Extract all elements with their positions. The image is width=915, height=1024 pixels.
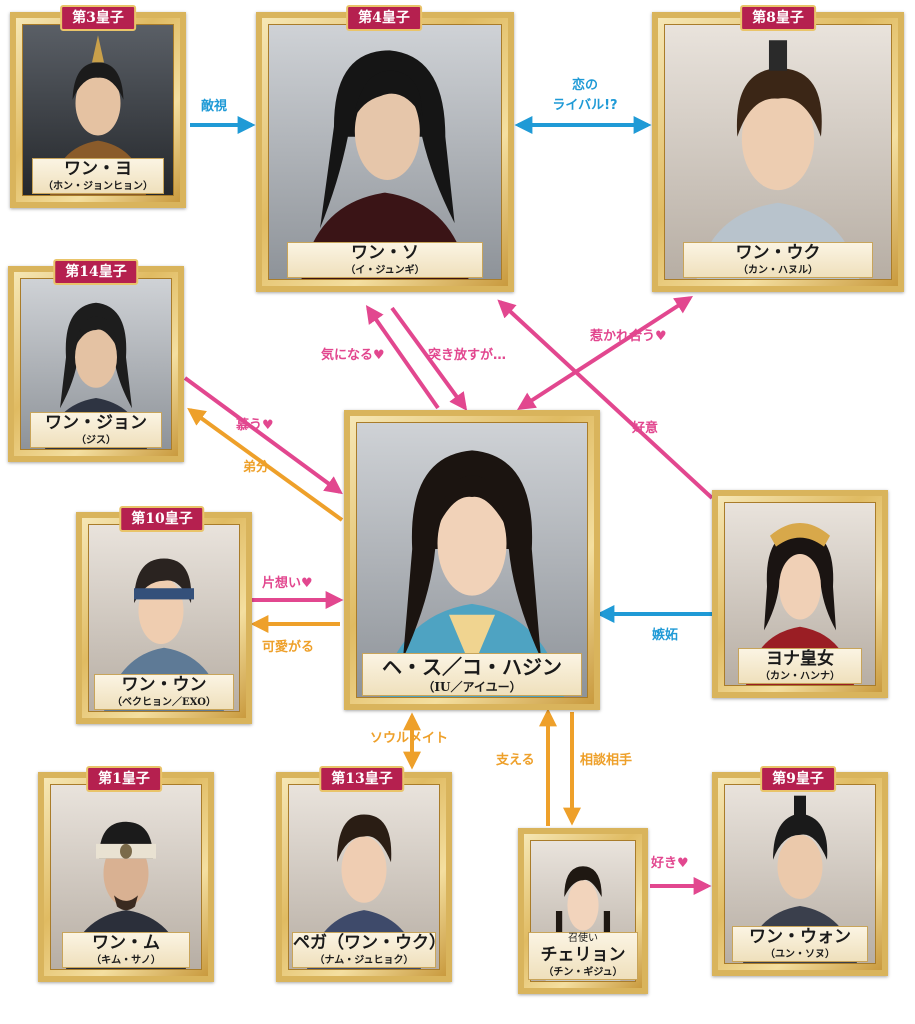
role-chaeryeong: 召使い (568, 933, 598, 944)
name-prince8: ワン・ウク (735, 243, 821, 263)
label-soulmate: ソウルメイト (370, 731, 449, 746)
rank-badge-prince8: 第8皇子 (740, 5, 816, 31)
card-prince1: ワン・ム （キム・サノ） (38, 772, 214, 982)
arrow-adore (183, 376, 343, 495)
label-attracted: 惹かれ合う♥ (590, 329, 667, 344)
rank-badge-prince1: 第1皇子 (86, 766, 162, 792)
nameplate-prince13: ペガ（ワン・ウク） （ナム・ジュヒョク） (292, 932, 446, 968)
nameplate-prince1: ワン・ム （キム・サノ） (62, 932, 190, 968)
arrow-attracted (516, 296, 694, 410)
nameplate-prince9: ワン・ウォン （ユン・ソヌ） (732, 926, 868, 962)
actor-prince10: （ベクヒョン／EXO） (112, 697, 216, 708)
arrow-push-away (390, 306, 468, 411)
actor-prince4: （イ・ジュンギ） (345, 265, 425, 276)
rank-badge-prince4: 第4皇子 (346, 5, 422, 31)
label-goodwill: 好意 (632, 421, 659, 436)
nameplate-prince14: ワン・ジョン （ジス） (30, 412, 162, 448)
card-prince4: ワン・ソ （イ・ジュンギ） (256, 12, 514, 292)
arrow-curious (365, 305, 440, 410)
card-prince3: ワン・ヨ （ホン・ジョンヒョン） (10, 12, 186, 208)
actor-heroine: （IU／アイユー） (422, 680, 522, 694)
name-prince9: ワン・ウォン (749, 927, 851, 947)
label-adore: 慕う♥ (236, 418, 274, 433)
label-dotes: 可愛がる (262, 640, 315, 655)
name-prince4: ワン・ソ (351, 243, 419, 263)
label-one-sided: 片想い♥ (262, 576, 313, 591)
actor-prince14: （ジス） (76, 435, 116, 446)
actor-prince1: （キム・サノ） (91, 955, 161, 966)
name-chaeryeong: チェリョン (540, 945, 626, 965)
nameplate-prince8: ワン・ウク （カン・ハヌル） (683, 242, 873, 278)
arrow-younger-brother (187, 407, 344, 522)
label-hostility: 敵視 (201, 99, 228, 114)
nameplate-yona: ヨナ皇女 （カン・ハンナ） (738, 648, 862, 684)
label-likes: 好き♥ (651, 856, 689, 871)
card-prince14: ワン・ジョン （ジス） (8, 266, 184, 462)
actor-yona: （カン・ハンナ） (760, 671, 840, 682)
nameplate-chaeryeong: 召使い チェリョン （チン・ギジュ） (528, 932, 638, 980)
name-prince1: ワン・ム (92, 933, 160, 953)
label-love-rival-line1: 恋の (571, 78, 598, 93)
card-yona: ヨナ皇女 （カン・ハンナ） (712, 490, 888, 698)
portrait-prince8 (696, 40, 860, 279)
name-prince13: ペガ（ワン・ウク） (293, 933, 446, 953)
rank-badge-prince9: 第9皇子 (760, 766, 836, 792)
name-prince10: ワン・ウン (121, 675, 207, 695)
card-prince8: ワン・ウク （カン・ハヌル） (652, 12, 904, 292)
name-yona: ヨナ皇女 (766, 649, 834, 669)
nameplate-prince3: ワン・ヨ （ホン・ジョンヒョン） (32, 158, 164, 194)
label-love-rival-line2: ライバル!? (552, 98, 618, 113)
card-chaeryeong: 召使い チェリョン （チン・ギジュ） (518, 828, 648, 994)
name-prince3: ワン・ヨ (64, 159, 132, 179)
name-prince14: ワン・ジョン (45, 413, 147, 433)
label-confidant: 相談相手 (580, 753, 633, 768)
actor-prince9: （ユン・ソヌ） (765, 949, 835, 960)
actor-prince3: （ホン・ジョンヒョン） (43, 181, 153, 192)
label-supports: 支える (496, 753, 535, 768)
actor-prince13: （ナム・ジュヒョク） (314, 955, 414, 966)
rank-badge-prince13: 第13皇子 (319, 766, 405, 792)
rank-badge-prince14: 第14皇子 (53, 259, 139, 285)
rank-badge-prince10: 第10皇子 (119, 506, 205, 532)
card-prince10: ワン・ウン （ベクヒョン／EXO） (76, 512, 252, 724)
nameplate-prince10: ワン・ウン （ベクヒョン／EXO） (94, 674, 234, 710)
actor-prince8: （カン・ハヌル） (738, 265, 818, 276)
label-younger-brother: 弟分 (243, 460, 270, 475)
rank-badge-prince3: 第3皇子 (60, 5, 136, 31)
arrow-goodwill (497, 299, 714, 500)
nameplate-prince4: ワン・ソ （イ・ジュンギ） (287, 242, 483, 278)
label-curious: 気になる♥ (321, 348, 385, 363)
actor-chaeryeong: （チン・ギジュ） (543, 967, 623, 978)
card-prince13: ペガ（ワン・ウク） （ナム・ジュヒョク） (276, 772, 452, 982)
label-push-away: 突き放すが… (428, 348, 507, 363)
portrait-prince4 (301, 50, 469, 279)
card-prince9: ワン・ウォン （ユン・ソヌ） (712, 772, 888, 976)
label-jealousy: 嫉妬 (652, 628, 679, 643)
nameplate-heroine: ヘ・ス／コ・ハジン （IU／アイユー） (362, 653, 582, 696)
card-heroine: ヘ・ス／コ・ハジン （IU／アイユー） (344, 410, 600, 710)
name-heroine: ヘ・ス／コ・ハジン (382, 655, 562, 679)
